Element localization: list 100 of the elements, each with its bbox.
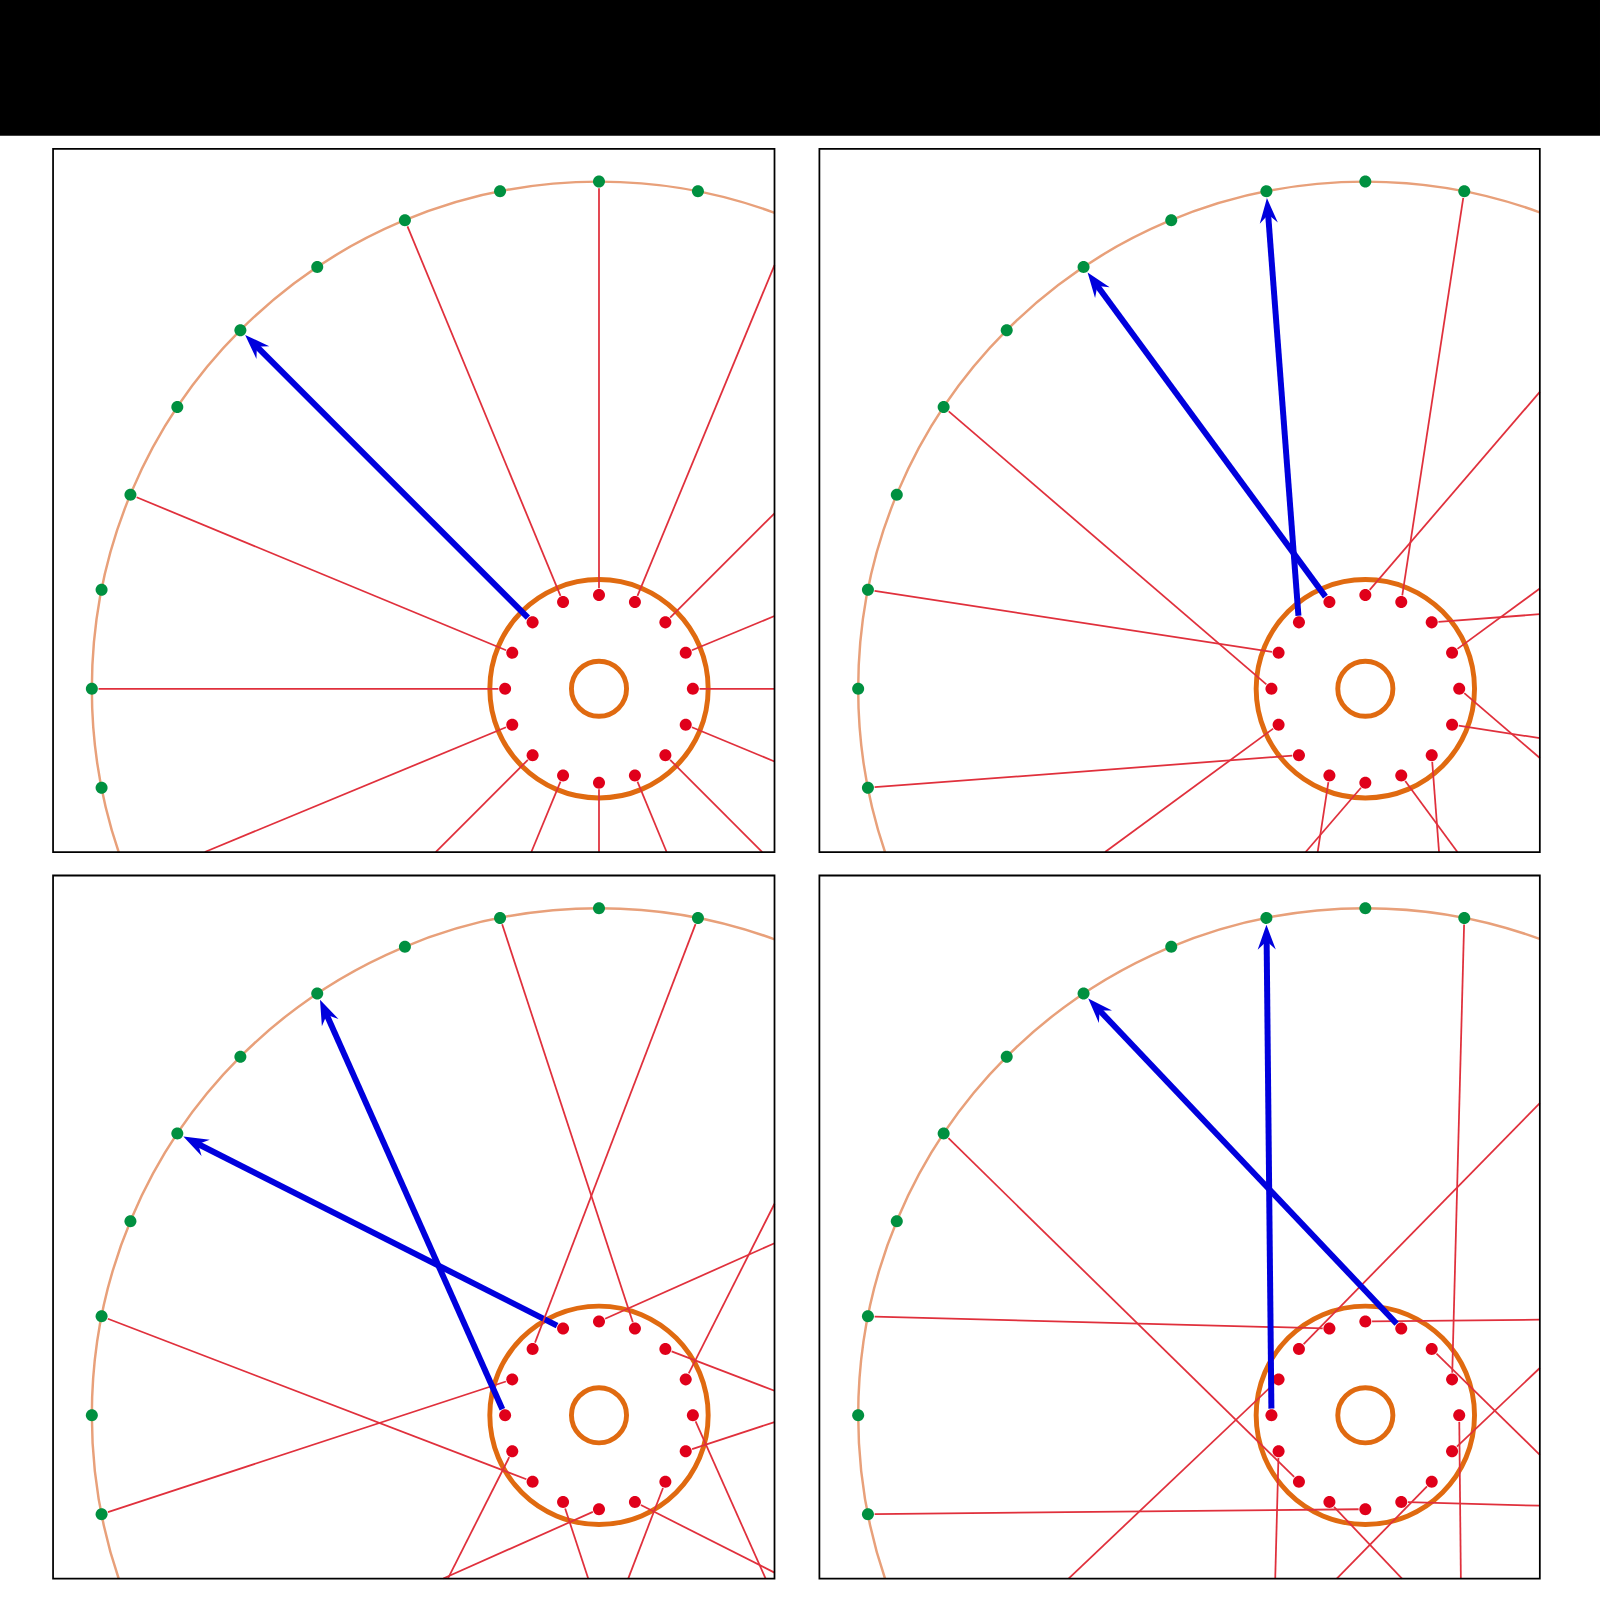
hub-hole [1292, 1475, 1305, 1488]
rim-hole [593, 902, 605, 915]
hub-hole [506, 1373, 519, 1386]
rim-hole [398, 940, 411, 953]
rim-hole [1260, 911, 1273, 924]
spoke [636, 264, 776, 597]
hub-hole [1323, 596, 1336, 608]
rim-hole [398, 214, 411, 227]
spoke [598, 187, 600, 590]
spoke [447, 1456, 511, 1580]
hub-hole [679, 718, 692, 731]
spoke [1368, 391, 1541, 591]
spoke [1404, 780, 1459, 853]
spoke [406, 225, 562, 597]
rim-hole [852, 682, 865, 695]
hub-hole [628, 769, 641, 782]
hub-hole [628, 1496, 641, 1509]
rim-hole [861, 781, 874, 794]
rim-hole [95, 583, 108, 596]
hub-hole [1425, 1342, 1438, 1355]
rim-hole [937, 1127, 950, 1140]
spoke [1451, 923, 1465, 1374]
spoke [691, 726, 776, 763]
rim-hole [95, 781, 108, 794]
spoke [691, 615, 776, 652]
hub-hole [679, 1373, 692, 1386]
hub-hole [1425, 749, 1438, 762]
spoke [1371, 1318, 1541, 1323]
hub-hole [526, 1342, 539, 1355]
hub-hole [1323, 769, 1336, 782]
hub-hole [659, 1342, 672, 1355]
rim-hole [171, 401, 184, 413]
spoke [1104, 727, 1275, 853]
rim-hole [311, 261, 324, 274]
hub-hole [526, 749, 539, 762]
hub-hole [526, 616, 539, 629]
hub-hole [593, 1503, 605, 1516]
hub-hole [1446, 1445, 1459, 1458]
spoke [873, 1315, 1324, 1330]
hub-hole [1395, 1322, 1408, 1335]
hub-hole [1265, 682, 1278, 695]
rim-hole [171, 1127, 184, 1140]
rim-hole [1000, 324, 1013, 337]
spoke [1302, 1102, 1541, 1345]
hub-hole [506, 1445, 519, 1458]
spoke [1458, 1421, 1462, 1580]
rim-hole [494, 911, 507, 924]
spoke [442, 1511, 594, 1580]
rim-hole [1000, 1050, 1013, 1063]
spoke [598, 788, 600, 853]
hub-hole [1323, 1496, 1336, 1509]
spoke [636, 780, 668, 853]
hub-hole [659, 616, 672, 629]
spoke [203, 726, 507, 853]
hub-hole [593, 776, 605, 789]
hub-hole [557, 769, 570, 782]
hub-hole [1292, 1342, 1305, 1355]
hub-hole [1425, 616, 1438, 629]
spoke [1407, 1501, 1541, 1507]
hub-hole [1272, 1445, 1285, 1458]
rim-hole [1260, 185, 1273, 198]
hub-hole [659, 1475, 672, 1488]
hub-hole [557, 1322, 570, 1335]
spoke [873, 754, 1294, 789]
rim-hole [124, 1215, 137, 1228]
spoke [97, 687, 500, 690]
spoke [670, 1350, 776, 1392]
hub-hole [499, 1409, 512, 1422]
hub-hole [1323, 1322, 1336, 1335]
hub-hole [1272, 1373, 1285, 1386]
rim-hole [85, 1409, 98, 1422]
hub-hole [686, 1409, 699, 1422]
hub-hole [1446, 646, 1459, 659]
rim-hole [861, 1508, 874, 1521]
hub-hole [1359, 1503, 1372, 1516]
rim-hole [95, 1310, 108, 1323]
rim-hole [1458, 185, 1471, 198]
hub-hole [1265, 1409, 1278, 1422]
spoke [1435, 1352, 1541, 1456]
hub-hole [593, 1315, 605, 1328]
spoke [947, 1137, 1296, 1478]
spoke [873, 589, 1273, 653]
hub-hole [1395, 769, 1408, 782]
hub-hole [659, 749, 672, 762]
hub-hole [1446, 1373, 1459, 1386]
rim-hole [890, 488, 903, 501]
spoke [1431, 760, 1440, 853]
hub-hole [1359, 1315, 1372, 1328]
hub-hole [1292, 749, 1305, 762]
spoke [1401, 197, 1465, 597]
rim-hole [1359, 175, 1372, 188]
hub-hole [526, 1475, 539, 1488]
spoke [1437, 613, 1541, 623]
rim-hole [234, 324, 247, 337]
spoke [564, 1507, 590, 1580]
hub-hole [1272, 646, 1285, 659]
rim-hole [124, 488, 137, 501]
spoke [501, 923, 634, 1324]
spoke [530, 780, 562, 853]
rim-hole [1165, 940, 1178, 953]
